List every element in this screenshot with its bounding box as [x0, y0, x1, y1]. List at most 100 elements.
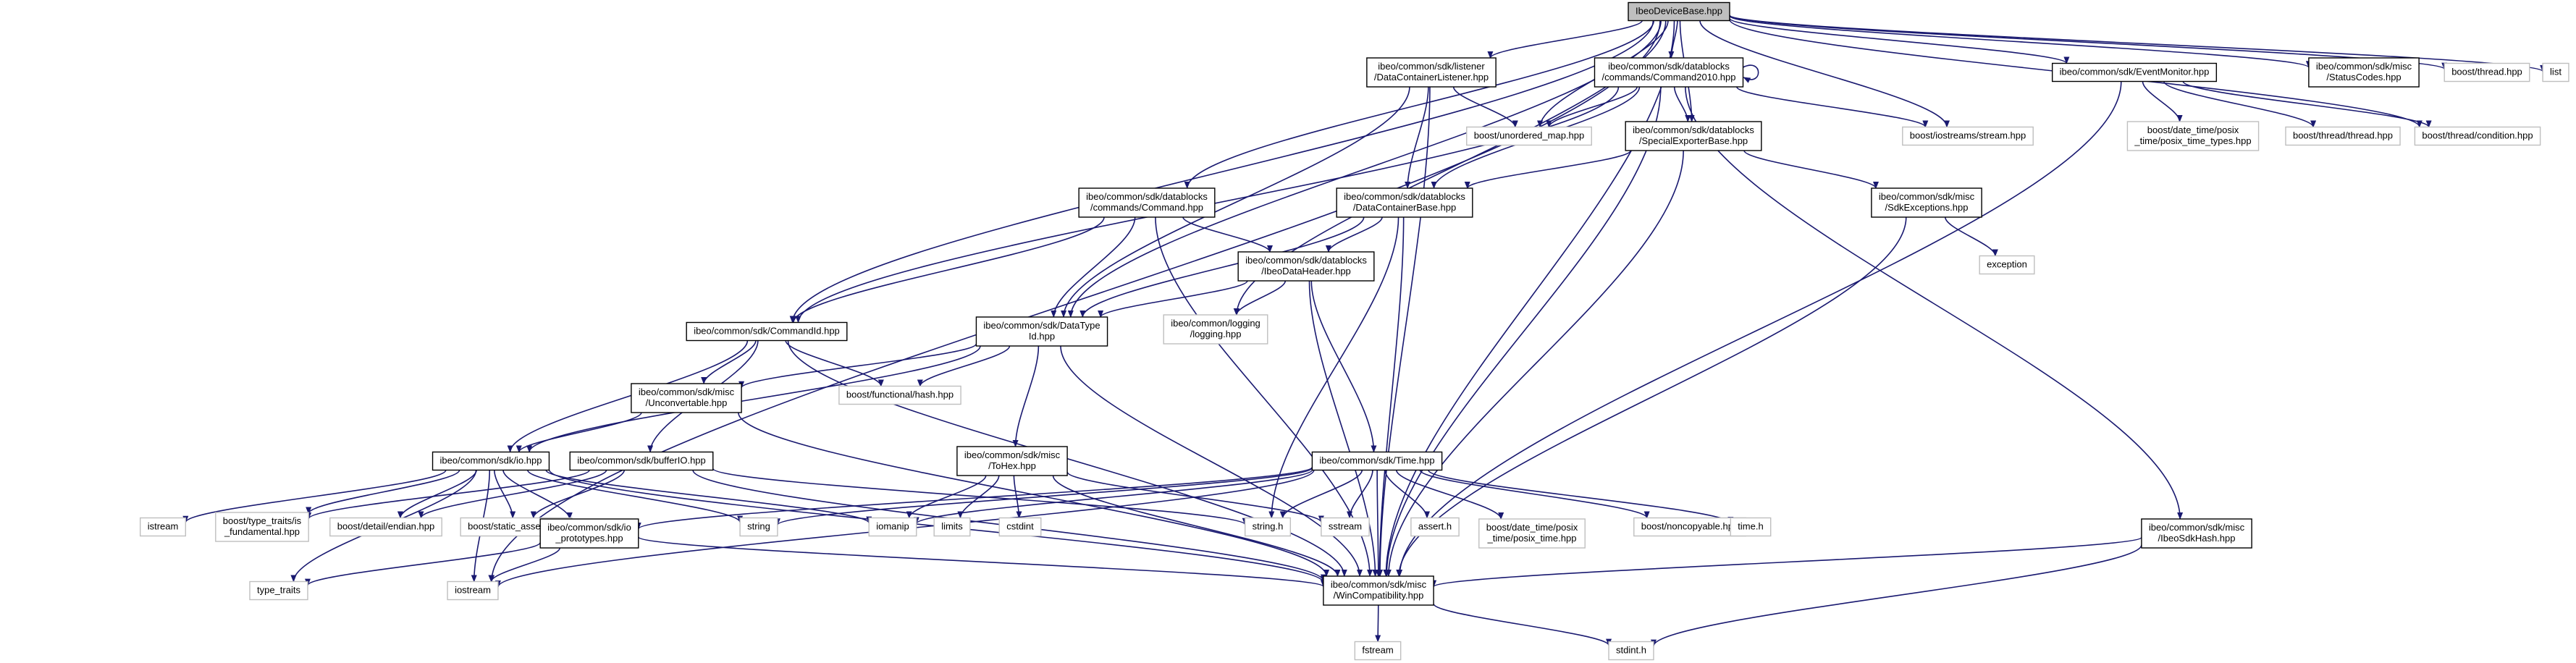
node-tohex[interactable]: ibeo/common/sdk/misc/ToHex.hpp — [956, 446, 1068, 476]
node-label: stdint.h — [1616, 645, 1646, 656]
edge-ioproto-to-wincompat — [638, 536, 1326, 588]
node-cstdint[interactable]: cstdint — [998, 517, 1042, 537]
node-label: boost/thread.hpp — [2451, 67, 2522, 77]
node-stringh[interactable]: string.h — [1244, 517, 1292, 537]
node-time[interactable]: ibeo/common/sdk/Time.hpp — [1311, 451, 1443, 471]
node-typetraitsfund[interactable]: boost/type_traits/is_fundamental.hpp — [215, 512, 309, 542]
node-frame — [1628, 1, 1730, 22]
node-posixtypes[interactable]: boost/date_time/posix_time/posix_time_ty… — [2126, 121, 2260, 151]
node-label: exception — [1987, 259, 2027, 270]
node-label: list — [2550, 67, 2562, 77]
node-limits[interactable]: limits — [933, 517, 971, 537]
node-frame — [975, 316, 1108, 347]
edge-command-to-datatypeid — [1051, 216, 1136, 318]
node-label: time.h — [1738, 521, 1763, 532]
node-label: /commands/Command2010.hpp — [1602, 72, 1736, 83]
node-dclistener[interactable]: ibeo/common/sdk/listener/DataContainerLi… — [1366, 57, 1497, 88]
node-functionalhash[interactable]: boost/functional/hash.hpp — [838, 385, 961, 405]
node-commandid[interactable]: ibeo/common/sdk/CommandId.hpp — [686, 321, 848, 342]
node-special[interactable]: ibeo/common/sdk/datablocks/SpecialExport… — [1625, 121, 1762, 151]
node-threadthread[interactable]: boost/thread/thread.hpp — [2285, 126, 2401, 146]
node-label: ibeo/common/sdk/EventMonitor.hpp — [2060, 67, 2210, 77]
node-logging[interactable]: ibeo/common/logging/logging.hpp — [1163, 314, 1268, 345]
edge-wincompat-to-stdinth — [1433, 603, 1612, 646]
node-command[interactable]: ibeo/common/sdk/datablocks/commands/Comm… — [1078, 187, 1216, 218]
edge-dclistener-to-wincompat — [1377, 86, 1431, 577]
node-evmon[interactable]: ibeo/common/sdk/EventMonitor.hpp — [2051, 62, 2218, 83]
node-label: /IbeoSdkHash.hpp — [2158, 533, 2236, 544]
node-label: boost/functional/hash.hpp — [846, 389, 954, 400]
edge-time-to-noncopyable — [1419, 469, 1650, 519]
node-istream[interactable]: istream — [139, 517, 187, 537]
node-frame — [2141, 518, 2252, 549]
node-frame — [1608, 641, 1654, 661]
node-noncopyable[interactable]: boost/noncopyable.hpp — [1633, 517, 1746, 537]
node-ioproto[interactable]: ibeo/common/sdk/io_prototypes.hpp — [539, 518, 639, 549]
edge-root-to-evmon — [1729, 17, 2070, 64]
node-string[interactable]: string — [739, 517, 778, 537]
node-label: ibeo/common/sdk/misc — [2149, 522, 2245, 533]
node-frame — [631, 383, 742, 413]
node-statuscodes[interactable]: ibeo/common/sdk/misc/StatusCodes.hpp — [2308, 57, 2420, 88]
node-iomanip[interactable]: iomanip — [868, 517, 917, 537]
node-sdkhash[interactable]: ibeo/common/sdk/misc/IbeoSdkHash.hpp — [2141, 518, 2252, 549]
node-frame — [1078, 187, 1216, 218]
edge-root-to-commandid — [789, 20, 1654, 324]
edge-ibeoheader-to-time — [1310, 280, 1377, 453]
node-frame — [2414, 126, 2541, 146]
edge-io-to-staticassert — [494, 470, 516, 519]
node-boostthread[interactable]: boost/thread.hpp — [2444, 62, 2530, 83]
node-iostreams[interactable]: boost/iostreams/stream.hpp — [1902, 126, 2034, 146]
edge-sdkexc-to-exception — [1945, 216, 1998, 257]
node-endian[interactable]: boost/detail/endian.hpp — [329, 517, 442, 537]
node-frame — [215, 512, 309, 542]
node-unorderedmap[interactable]: boost/unordered_map.hpp — [1466, 126, 1592, 146]
node-posixtime[interactable]: boost/date_time/posix_time/posix_time.hp… — [1478, 518, 1586, 549]
edge-dcbase-to-datatypeid — [1079, 216, 1365, 318]
node-unconvertable[interactable]: ibeo/common/sdk/misc/Unconvertable.hpp — [631, 383, 742, 413]
node-label: /StatusCodes.hpp — [2326, 72, 2401, 83]
edge-bufferio-to-staticassert — [530, 470, 626, 519]
edge-tohex-to-cstdint — [1013, 475, 1022, 519]
edge-tohex-to-iomanip — [906, 475, 987, 519]
node-asserth[interactable]: assert.h — [1410, 517, 1460, 537]
node-label: ibeo/common/sdk/misc — [1879, 191, 1975, 202]
node-sdkexc[interactable]: ibeo/common/sdk/misc/SdkExceptions.hpp — [1871, 187, 1982, 218]
node-label: ibeo/common/sdk/CommandId.hpp — [694, 326, 840, 337]
node-frame — [2285, 126, 2401, 146]
node-label: cstdint — [1006, 521, 1034, 532]
node-label: assert.h — [1418, 521, 1452, 532]
node-iostream[interactable]: iostream — [447, 580, 499, 601]
node-fstream[interactable]: fstream — [1354, 641, 1402, 661]
node-label: _fundamental.hpp — [224, 526, 300, 537]
node-label: ibeo/common/logging — [1171, 318, 1260, 329]
edge-layer — [182, 14, 2546, 647]
node-frame — [1594, 57, 1744, 88]
node-timeh[interactable]: time.h — [1730, 517, 1772, 537]
node-label: ibeo/common/sdk/io — [547, 522, 631, 533]
node-exception[interactable]: exception — [1979, 255, 2035, 275]
node-typetraits[interactable]: type_traits — [249, 580, 308, 601]
node-stdinth[interactable]: stdint.h — [1608, 641, 1654, 661]
node-wincompat[interactable]: ibeo/common/sdk/misc/WinCompatibility.hp… — [1323, 575, 1434, 606]
edge-time-to-iomanip — [913, 469, 1313, 525]
node-label: /commands/Command.hpp — [1090, 202, 1203, 213]
node-sstream[interactable]: sstream — [1321, 517, 1370, 537]
node-root[interactable]: IbeoDeviceBase.hpp — [1628, 1, 1730, 22]
node-cmd2010[interactable]: ibeo/common/sdk/datablocks/commands/Comm… — [1594, 57, 1744, 88]
node-condition[interactable]: boost/thread/condition.hpp — [2414, 126, 2541, 146]
node-dcbase[interactable]: ibeo/common/sdk/datablocks/DataContainer… — [1336, 187, 1473, 218]
edge-datatypeid-to-unconvertable — [738, 343, 977, 389]
edge-dclistener-to-datatypeid — [1061, 86, 1410, 318]
node-list[interactable]: list — [2542, 62, 2569, 83]
edge-commandid-to-unconvertable — [701, 340, 757, 384]
node-frame — [1410, 517, 1460, 537]
node-frame — [2444, 62, 2530, 83]
edge-io-to-ioproto — [502, 470, 573, 520]
node-label: ibeo/common/sdk/bufferIO.hpp — [577, 455, 706, 466]
node-io[interactable]: ibeo/common/sdk/io.hpp — [432, 451, 550, 471]
node-bufferio[interactable]: ibeo/common/sdk/bufferIO.hpp — [569, 451, 714, 471]
node-ibeoheader[interactable]: ibeo/common/sdk/datablocks/IbeoDataHeade… — [1237, 251, 1375, 282]
